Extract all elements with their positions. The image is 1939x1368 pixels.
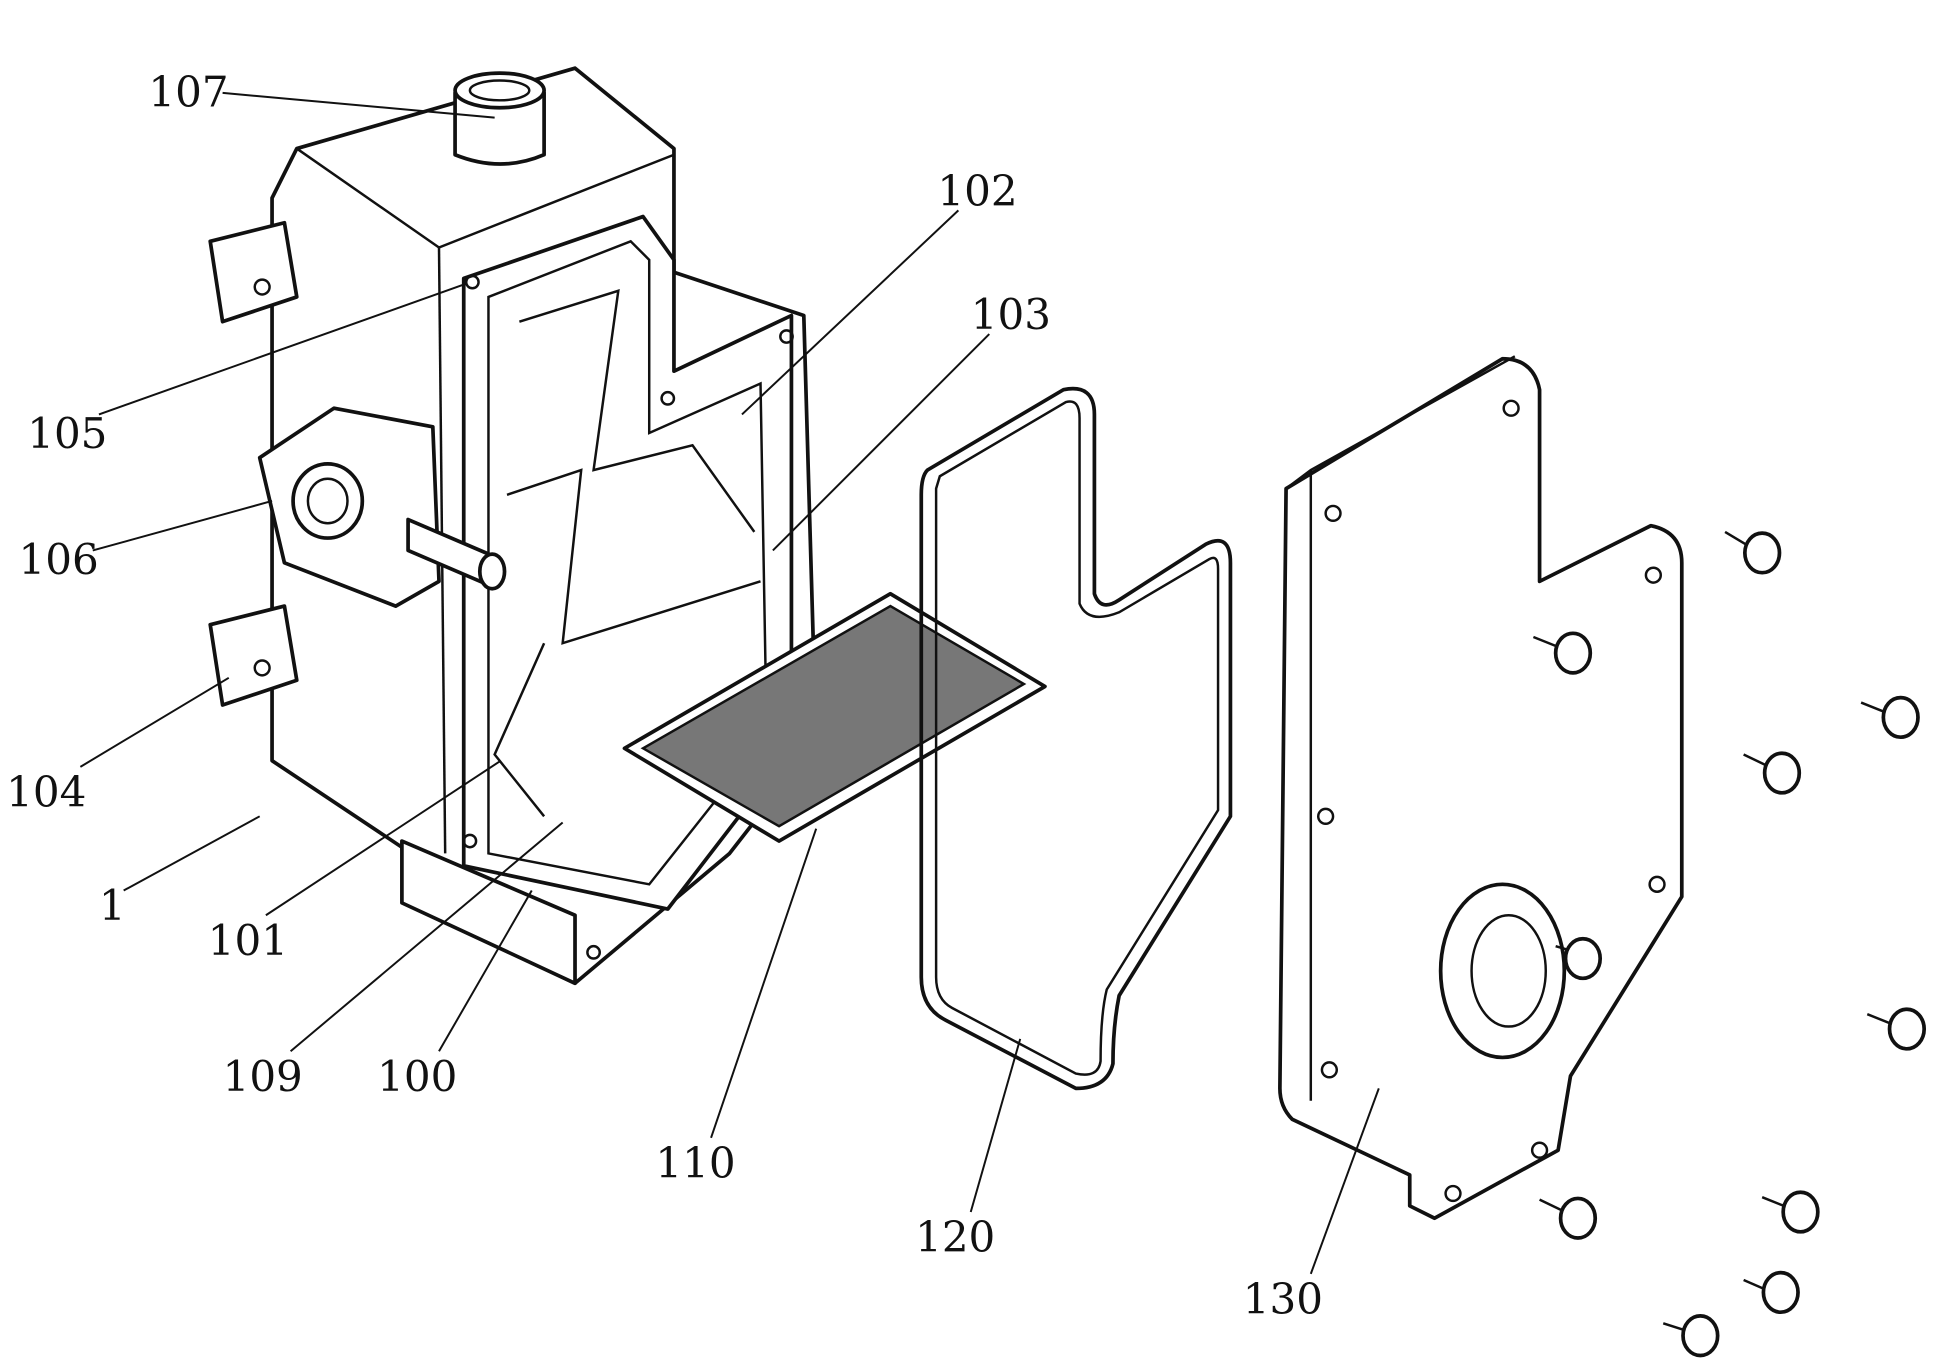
label-101: 101 [208, 916, 288, 965]
bolt [1663, 1316, 1717, 1356]
label-105: 105 [27, 409, 107, 458]
label-1: 1 [99, 881, 126, 930]
bolt [1540, 1198, 1596, 1238]
bolt [1762, 1192, 1818, 1232]
bolt [1725, 532, 1779, 573]
bolt [1744, 753, 1800, 793]
label-130: 130 [1243, 1274, 1323, 1323]
bolt [1867, 1009, 1924, 1049]
label-104: 104 [6, 767, 86, 816]
label-109: 109 [223, 1052, 303, 1101]
label-106: 106 [19, 535, 99, 584]
label-103: 103 [971, 290, 1051, 339]
cover-plate [1280, 356, 1682, 1218]
bolt [1744, 1273, 1798, 1313]
bolts [1533, 532, 1924, 1356]
gasket [921, 389, 1230, 1089]
label-110: 110 [655, 1138, 735, 1187]
bolt [1861, 698, 1918, 738]
label-120: 120 [915, 1213, 995, 1262]
label-100: 100 [377, 1052, 457, 1101]
label-107: 107 [148, 68, 228, 117]
housing-body [210, 68, 816, 983]
label-102: 102 [937, 166, 1017, 215]
